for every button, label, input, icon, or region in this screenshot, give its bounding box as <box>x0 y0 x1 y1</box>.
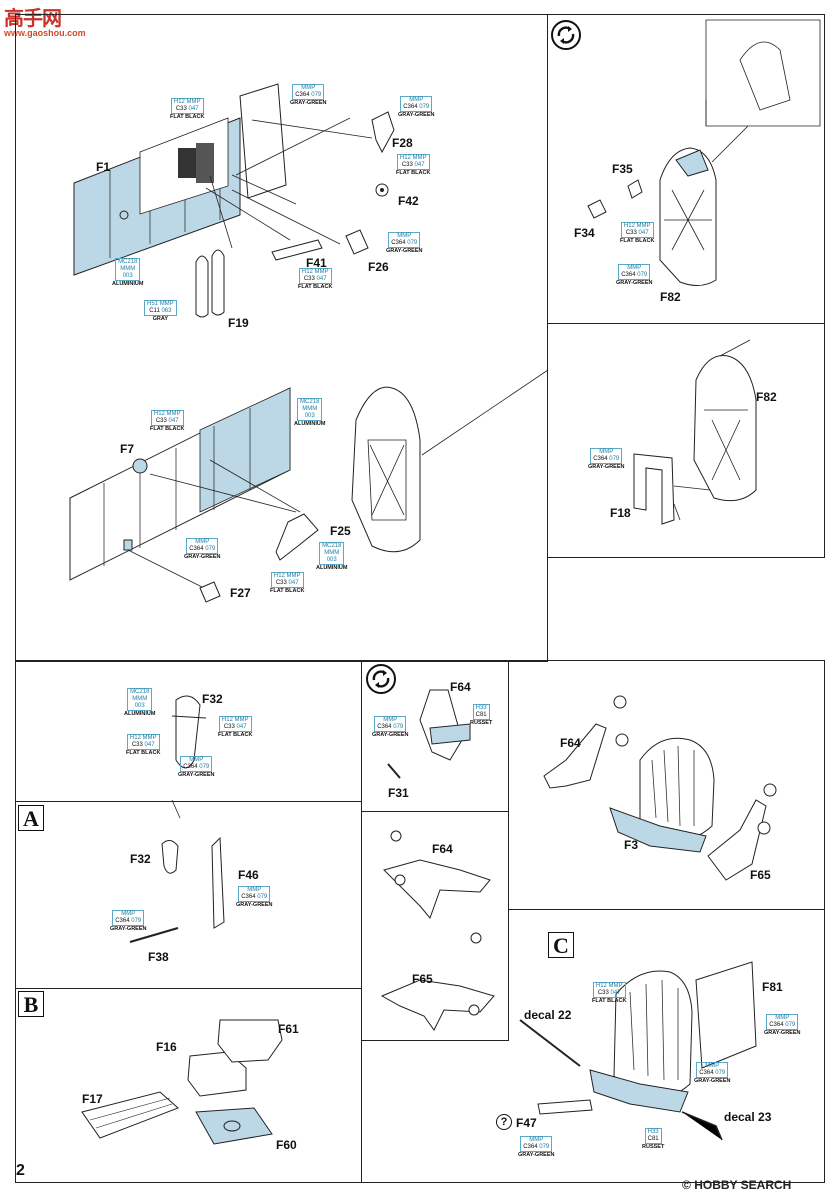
step-letter-c: C <box>548 932 574 958</box>
part-label-f60: F60 <box>276 1138 297 1152</box>
part-label-f18: F18 <box>610 506 631 520</box>
part-label-f65: F65 <box>750 868 771 882</box>
part-label-f27: F27 <box>230 586 251 600</box>
part-label-f26: F26 <box>368 260 389 274</box>
panel-mid-right <box>547 323 825 558</box>
part-label-f32: F32 <box>130 852 151 866</box>
optional-part-icon: ? <box>496 1114 512 1130</box>
part-label-f81: F81 <box>762 980 783 994</box>
part-label-f47: F47 <box>516 1116 537 1130</box>
part-label-f7: F7 <box>120 442 135 456</box>
watermark-brand: HOBBY SEARCH <box>694 1178 792 1192</box>
part-label-f46: F46 <box>238 868 259 882</box>
step-letter-b: B <box>18 991 44 1017</box>
part-label-f32: F32 <box>202 692 223 706</box>
watermark-url: www.gaoshou.com <box>4 28 86 38</box>
panel-center-mid <box>361 811 509 1041</box>
part-label-f65: F65 <box>412 972 433 986</box>
part-label-f38: F38 <box>148 950 169 964</box>
rotate-view-icon <box>366 664 396 694</box>
part-label-f1: F1 <box>96 160 111 174</box>
part-label-f3: F3 <box>624 838 639 852</box>
part-label-f34: F34 <box>574 226 595 240</box>
part-label-f61: F61 <box>278 1022 299 1036</box>
rotate-view-icon <box>551 20 581 50</box>
part-label-f17: F17 <box>82 1092 103 1106</box>
panel-right-top <box>508 660 825 910</box>
watermark-logo: 高手网 www.gaoshou.com <box>4 2 86 38</box>
part-label-f35: F35 <box>612 162 633 176</box>
part-label-f42: F42 <box>398 194 419 208</box>
part-label-f25: F25 <box>330 524 351 538</box>
watermark-hobbysearch: © HOBBY SEARCH <box>682 1178 791 1192</box>
part-label-f82: F82 <box>756 390 777 404</box>
page-number: 2 <box>16 1162 25 1179</box>
part-label-decal23: decal 23 <box>724 1110 772 1124</box>
panel-step-b <box>15 988 362 1183</box>
part-label-f41: F41 <box>306 256 327 270</box>
part-label-decal22: decal 22 <box>524 1008 572 1022</box>
part-label-f64: F64 <box>560 736 581 750</box>
part-label-f64: F64 <box>450 680 471 694</box>
part-label-f16: F16 <box>156 1040 177 1054</box>
part-label-f82: F82 <box>660 290 681 304</box>
copyright-icon: © <box>682 1178 691 1192</box>
part-label-f64: F64 <box>432 842 453 856</box>
part-label-f19: F19 <box>228 316 249 330</box>
watermark-glyphs: 高手网 <box>4 6 62 30</box>
step-letter-a: A <box>18 805 44 831</box>
part-label-f28: F28 <box>392 136 413 150</box>
part-label-f31: F31 <box>388 786 409 800</box>
